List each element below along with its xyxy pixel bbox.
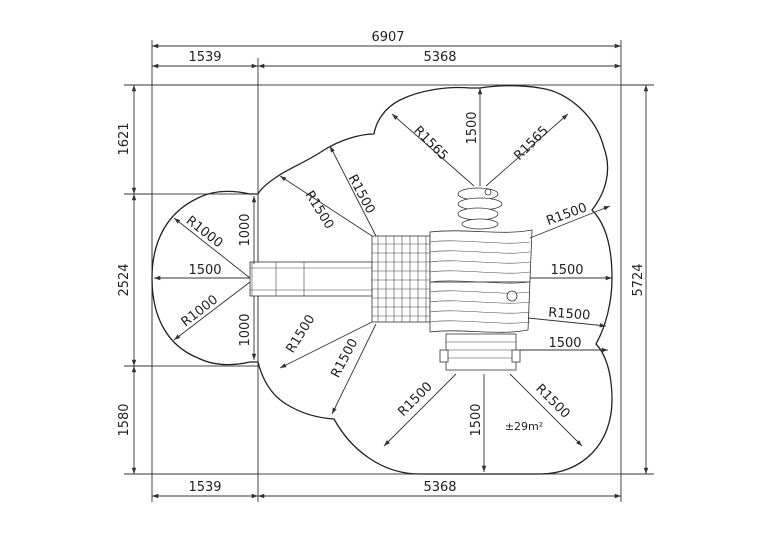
bottom-left-width-label: 1539 [188, 480, 221, 495]
bottom-steps [439, 333, 521, 371]
radius-bottom-left: R1500 [395, 379, 435, 419]
radius-upper-left-a: R1500 [301, 188, 336, 232]
radius-far-left-lower: R1000 [179, 292, 221, 330]
radius-slide-lower: 1000 [238, 313, 253, 346]
radius-far-left-upper: R1000 [183, 213, 225, 251]
platform-plank [429, 270, 531, 274]
radius-top-left-slanted: R1565 [410, 123, 450, 163]
radius-top-right-slanted: R1565 [511, 123, 551, 163]
platform-plank [429, 300, 531, 304]
radius-right-lower: R1500 [548, 306, 591, 324]
radius-right-horizontal: 1500 [550, 263, 583, 278]
equipment [249, 187, 533, 371]
total-width-label: 6907 [371, 30, 404, 45]
radius-right-upper: R1500 [544, 200, 589, 229]
radius-bottom-right: R1500 [532, 381, 572, 421]
ladder-deck [371, 235, 431, 323]
radius-upper-left-b: R1500 [345, 172, 378, 216]
right-total-label: 5724 [631, 263, 646, 296]
right-width-label: 5368 [423, 50, 456, 65]
radius-top-vertical: 1500 [465, 111, 480, 144]
left-middle-label: 2524 [117, 263, 132, 296]
left-width-label: 1539 [188, 50, 221, 65]
radius-lines [154, 88, 612, 472]
platform-plank [429, 310, 531, 314]
platform-plank [429, 250, 531, 254]
dimension-labels: 6907 1539 5368 1539 5368 1621 2524 1580 … [117, 30, 646, 495]
radius-right-lower-horizontal: 1500 [548, 336, 581, 351]
platform-plank [429, 260, 531, 264]
radius-lower-left-b: R1500 [328, 336, 361, 380]
climbing-tower [457, 187, 503, 230]
platform-plank [429, 320, 531, 324]
radius-bottom-vertical: 1500 [469, 403, 484, 436]
left-top-label: 1621 [117, 122, 132, 155]
radius-lower-left-a: R1500 [284, 312, 319, 356]
area-label: ±29m² [505, 420, 543, 433]
bottom-right-width-label: 5368 [423, 480, 456, 495]
platform-plank [429, 290, 531, 294]
main-platform [429, 229, 533, 333]
platform-plank [429, 240, 531, 244]
overall-dimension-lines [124, 40, 654, 502]
left-bottom-label: 1580 [117, 403, 132, 436]
safety-zone-outline [151, 85, 613, 475]
radius-far-left-horizontal: 1500 [188, 263, 221, 278]
slide [249, 261, 373, 297]
radius-slide-upper: 1000 [238, 213, 253, 246]
